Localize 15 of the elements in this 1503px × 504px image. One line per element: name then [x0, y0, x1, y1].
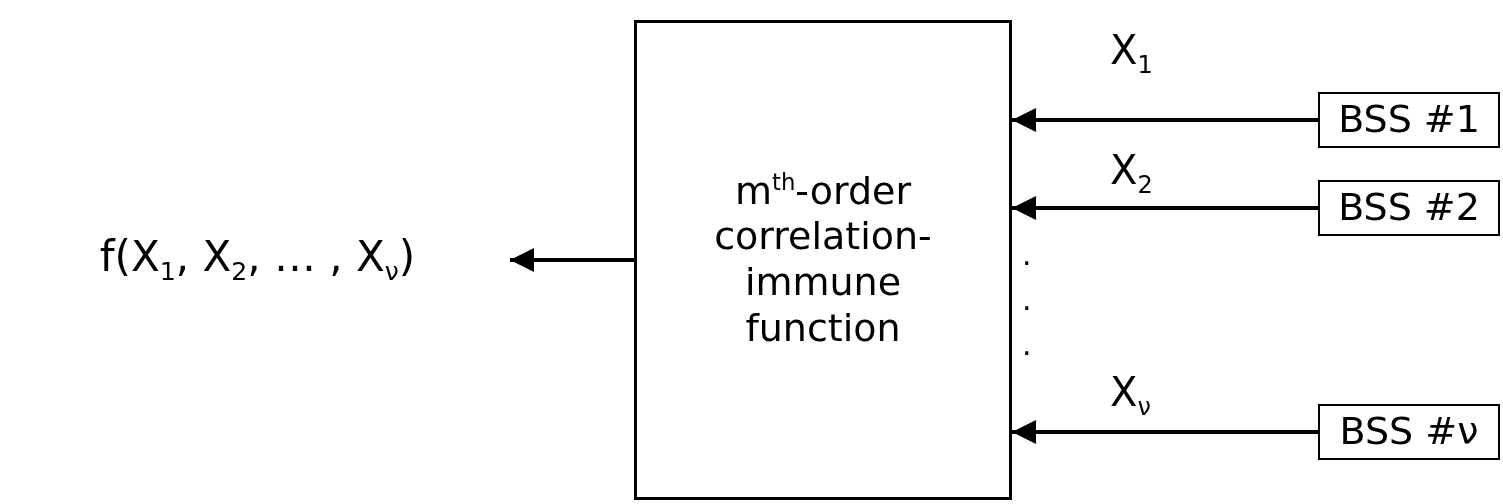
edge-label: X$_{1}$: [1110, 30, 1153, 77]
arrow: [1012, 420, 1318, 444]
ellipsis-dot: .: [1022, 285, 1032, 315]
source-box: BSS #2: [1318, 180, 1500, 236]
arrow: [510, 248, 634, 272]
edge-label: X$_{ν}$: [1110, 372, 1151, 419]
source-box: BSS #ν: [1318, 404, 1500, 460]
ellipsis-dot: .: [1022, 240, 1032, 270]
edge-label: X$_{2}$: [1110, 150, 1153, 197]
source-box: BSS #1: [1318, 92, 1500, 148]
ellipsis-dot: .: [1022, 330, 1032, 360]
output-expression: f(X$_{1}$, X$_{2}$, … , X$_{ν}$): [5, 228, 510, 292]
arrow: [1012, 108, 1318, 132]
function-box: m$^{th}$-order correlation- immune function: [634, 20, 1012, 500]
arrow: [1012, 196, 1318, 220]
